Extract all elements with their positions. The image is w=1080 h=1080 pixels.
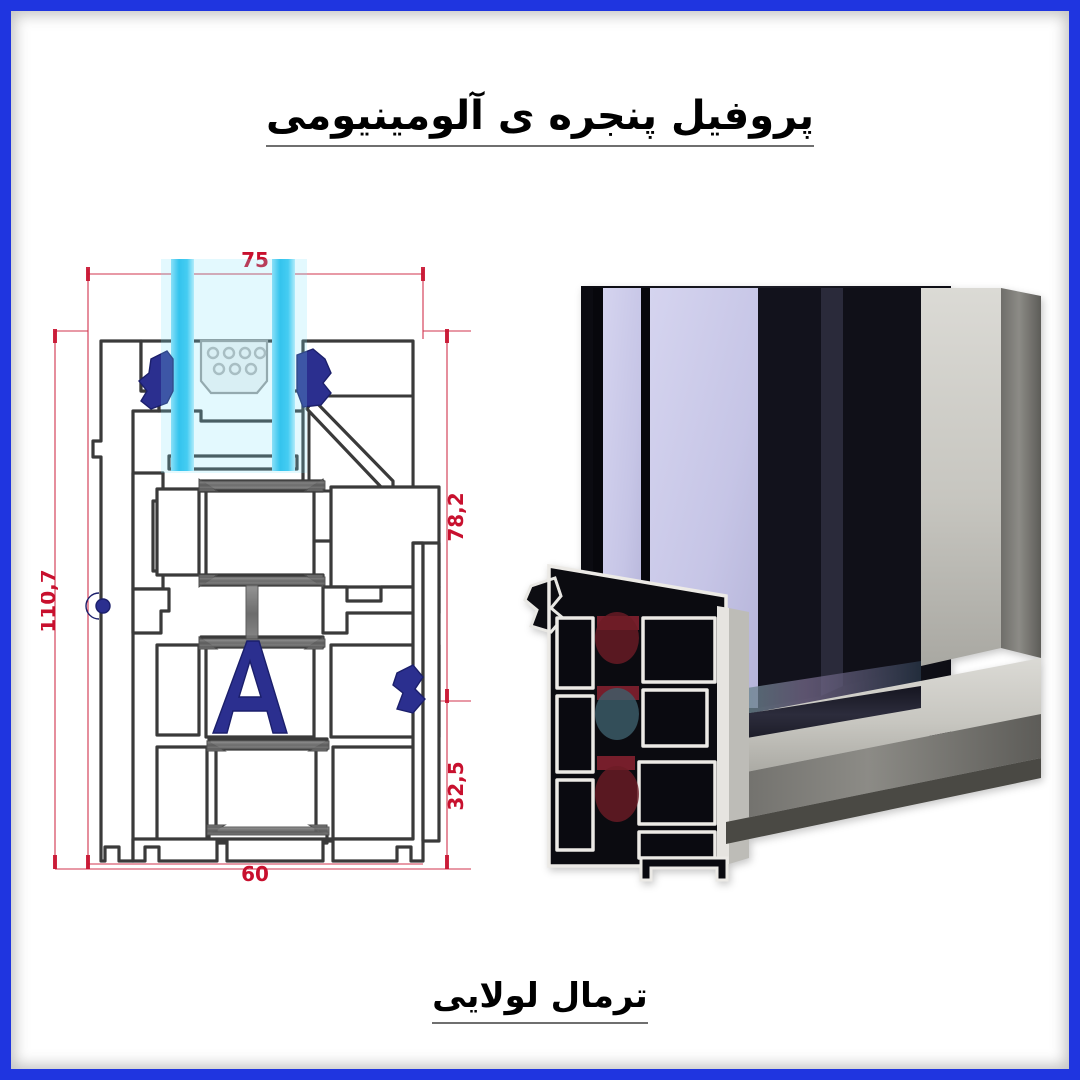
- dimension-label-width-bottom: 60: [241, 862, 269, 886]
- thermal-break-webs: [595, 612, 639, 822]
- page-title-text: پروفیل پنجره ی آلومینیومی: [266, 93, 814, 147]
- sill-bottom-shadow: [726, 758, 1041, 844]
- page-title: پروفیل پنجره ی آلومینیومی: [11, 93, 1069, 147]
- sash-dark-face: [843, 288, 921, 686]
- poster-inner-surface: پروفیل پنجره ی آلومینیومی: [11, 11, 1069, 1069]
- glazing-bead: [758, 288, 821, 708]
- outer-frame-edge: [1001, 288, 1041, 658]
- profile-cutaway-section: [523, 563, 749, 882]
- glass-pane-inner: [272, 259, 295, 471]
- page-caption: ترمال لولایی: [11, 976, 1069, 1024]
- glass-glow: [161, 259, 307, 473]
- dimension-label-height-upper: 78,2: [444, 492, 468, 541]
- glass-edge-outer: [593, 288, 603, 708]
- glazing-gaskets: [85, 348, 426, 734]
- sash-inner-face: [821, 288, 843, 696]
- glass-gap: [641, 288, 650, 708]
- dimension-labels: 75 110,7 78,2 32,5 60: [41, 248, 468, 886]
- product-photo-panel: [521, 266, 1066, 906]
- profile-cross-section-svg: 75 110,7 78,2 32,5 60: [41, 248, 471, 886]
- dimension-label-height-lower: 32,5: [444, 761, 468, 810]
- thermal-break-bridges: [198, 478, 330, 836]
- window-corner-photo-svg: [523, 286, 1041, 882]
- glass-pane-outer: [171, 259, 194, 471]
- window-sill-top: [726, 658, 1041, 776]
- page-caption-text: ترمال لولایی: [432, 976, 648, 1024]
- technical-drawing-panel: 75 110,7 78,2 32,5 60: [41, 241, 521, 901]
- dimension-label-height-total: 110,7: [41, 569, 60, 632]
- dimension-label-width-top: 75: [241, 248, 269, 272]
- outer-frame-face: [921, 288, 1001, 666]
- dimension-arrow-ticks: [53, 267, 449, 869]
- glazing-spacer-bar: [199, 339, 269, 395]
- window-sill-front: [726, 714, 1041, 822]
- glass-panes: [171, 259, 295, 471]
